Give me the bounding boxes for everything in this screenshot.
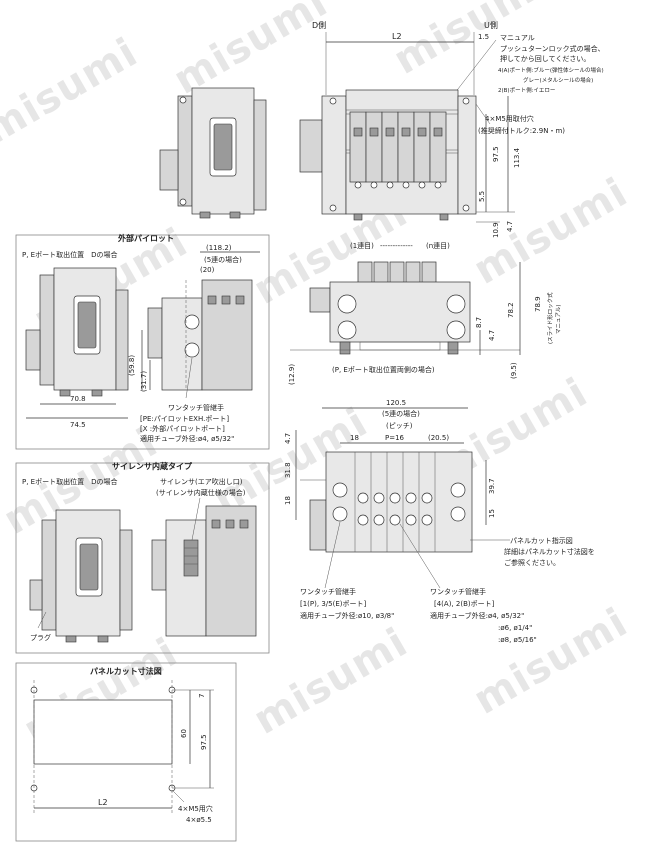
dim-70-8: 70.8 [70, 395, 86, 403]
tube-right-3: :ø8, ø5/16" [498, 636, 537, 644]
end-view-top [159, 87, 267, 219]
tube-left-label: 適用チューブ外径:ø10, ø3/8" [300, 611, 394, 620]
port-2b-color: 2(B)ポート側:イエロー [498, 86, 555, 94]
ext-pilot-subtitle: P, Eポート取出位置 Dの場合 [22, 250, 117, 259]
side-view: 78.2 78.9 (スライド形ロック式 マニュアル) 8.7 4.7 (12.… [288, 261, 562, 385]
m5-hole-label: 4×M5用取付穴 [485, 114, 534, 123]
dim-5-station-bottom: (5連の場合) [382, 409, 420, 418]
silencer-subtitle: P, Eポート取出位置 Dの場合 [22, 477, 117, 486]
panel-l2: L2 [98, 798, 108, 807]
onetouch-right: ワンタッチ管継手 [430, 587, 486, 596]
plug-label: プラグ [30, 633, 51, 642]
station-n: (n連目) [426, 241, 450, 250]
panel-dia: 4×ø5.5 [186, 816, 212, 824]
port-1p-label: [1(P), 3/5(E)ポート] [300, 600, 366, 608]
dim-20: (20) [200, 266, 215, 274]
port-4a-color-2: グレー(メタルシールの場合) [523, 76, 593, 84]
manual-note-2: 押してから回してください。 [500, 54, 590, 63]
dim-15: 15 [488, 509, 496, 518]
port-4a-color-1: 4(A)ポート側:ブルー(弾性体シールの場合) [498, 66, 604, 74]
panel-cut-ref: パネルカット指示図 [510, 536, 573, 545]
station-first: (1連目) [350, 241, 374, 250]
dim-5-5: 5.5 [478, 191, 486, 202]
dim-8-7: 8.7 [475, 317, 483, 328]
manual-note-1: プッシュターンロック式の場合、 [500, 44, 605, 53]
pe-port-label: [PE:パイロットEXH.ポート] [140, 415, 229, 423]
slide-lock-label-2: マニュアル) [555, 305, 562, 334]
pitch-label: (ピッチ) [386, 422, 413, 430]
port-4a2b-label: [4(A), 2(B)ポート] [434, 600, 495, 608]
manual-title: マニュアル [500, 34, 535, 42]
pitch-p16: P=16 [385, 434, 405, 442]
ext-pilot-title: 外部パイロット [118, 233, 174, 243]
dim-74-5: 74.5 [70, 421, 86, 429]
dim-78-9: 78.9 [534, 296, 542, 312]
station-dash: ------------- [380, 242, 413, 250]
dim-5-station-pilot: (5連の場合) [204, 255, 242, 264]
dim-113-4: 113.4 [513, 147, 521, 168]
slide-lock-label: (スライド形ロック式 [546, 292, 554, 344]
silencer-note-2: (サイレンサ内蔵仕様の場合) [156, 488, 246, 497]
watermark-text: misumi [246, 619, 415, 743]
dim-118-2: (118.2) [206, 244, 232, 252]
dim-12-9: (12.9) [288, 364, 296, 385]
dim-31-7: (31.7) [140, 371, 148, 392]
dim-59-8: (59.8) [128, 355, 136, 376]
silencer-note-1: サイレンサ(エア吹出し口) [160, 477, 243, 486]
dim-10-9: 10.9 [492, 222, 500, 238]
tube-pilot-label: 適用チューブ外径:ø4, ø5/32" [140, 434, 234, 443]
dim-18-vertical: 18 [284, 496, 292, 505]
dim-31-8: 31.8 [284, 462, 292, 478]
onetouch-pilot: ワンタッチ管継手 [168, 403, 224, 412]
panel-hole: 4×M5用穴 [178, 804, 213, 813]
pe-both-label: (P, Eポート取出位置両側の場合) [332, 365, 435, 374]
dim-4-7-side: 4.7 [488, 330, 496, 341]
watermark-text: misumi [0, 29, 145, 153]
panel-cut-ref-3: ご参照ください。 [504, 558, 560, 567]
tube-right-2: :ø6, ø1/4" [498, 624, 532, 632]
dim-120-5: 120.5 [386, 399, 406, 407]
panel-dim-60: 60 [180, 729, 188, 738]
panel-cut-title: パネルカット寸法図 [90, 666, 162, 676]
panel-cut-ref-2: 詳細はパネルカット寸法図を [504, 547, 595, 556]
dim-9-5: (9.5) [510, 362, 518, 379]
top-view: D側 U側 L2 1.5 マニュアル プッシュターンロック式の場合、 押してから… [299, 20, 605, 250]
silencer-panel: サイレンサ内蔵タイプ P, Eポート取出位置 Dの場合 サイレンサ(エア吹出し口… [15, 461, 270, 654]
bottom-view: 120.5 (5連の場合) (ピッチ) 18 P=16 (20.5) 4.7 3… [284, 399, 595, 644]
external-pilot-panel: 外部パイロット P, Eポート取出位置 Dの場合 70.8 74.5 (118.… [15, 233, 270, 450]
dim-4-7: 4.7 [506, 221, 514, 232]
dim-18: 18 [350, 434, 359, 442]
dim-20-5: (20.5) [428, 434, 449, 442]
l2-dim: L2 [392, 32, 402, 41]
dim-97-5: 97.5 [492, 146, 500, 162]
tube-right-1: 適用チューブ外径:ø4, ø5/32" [430, 611, 524, 620]
u-side-label: U側 [484, 20, 498, 30]
panel-dim-7: 7 [198, 694, 206, 698]
torque-label: (推奨締付トルク:2.9N・m) [478, 126, 565, 135]
dim-1-5: 1.5 [478, 33, 489, 41]
x-port-label: [X :外部パイロットポート] [140, 424, 225, 433]
silencer-title: サイレンサ内蔵タイプ [112, 461, 193, 471]
panel-dim-97-5: 97.5 [200, 734, 208, 750]
onetouch-left: ワンタッチ管継手 [300, 587, 356, 596]
dim-4-7-bottom: 4.7 [284, 433, 292, 444]
panel-cut-panel: パネルカット寸法図 7 60 97.5 L2 4×M5用穴 4×ø5.5 [15, 662, 237, 842]
d-side-label: D側 [312, 20, 326, 30]
dim-39-7: 39.7 [488, 478, 496, 494]
dim-78-2: 78.2 [507, 302, 515, 318]
